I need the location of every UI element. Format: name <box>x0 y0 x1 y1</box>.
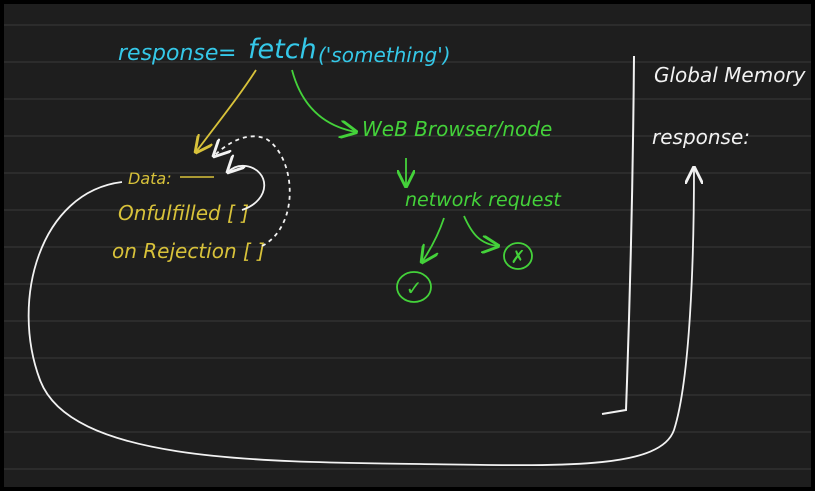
request-to-success-arrow <box>422 217 445 262</box>
global-memory-title: Global Memory <box>654 63 807 87</box>
request-to-failure-arrow <box>463 215 498 246</box>
on-rejection-label: on Rejection [ ] <box>112 239 265 263</box>
failure-x-icon: ✗ <box>503 242 533 270</box>
promise-data-label: Data: <box>128 169 172 188</box>
data-to-response-arrow <box>27 168 694 467</box>
svg-text:✓: ✓ <box>406 276 423 300</box>
web-browser-node-label: WeB Browser/node <box>362 117 552 141</box>
board-surface <box>4 4 811 487</box>
fetch-call-text: fetch <box>248 34 317 65</box>
rejection-to-data-dashed-arrow <box>214 135 291 247</box>
fulfilled-to-data-arrow <box>228 166 266 211</box>
network-request-label: network request <box>405 189 562 211</box>
global-memory-response-entry: response: <box>652 125 750 149</box>
fetch-to-promise-arrow <box>196 69 257 152</box>
success-checkmark-icon: ✓ <box>396 271 432 303</box>
equals-sign-text: = <box>218 41 236 66</box>
ruled-lines <box>4 24 811 470</box>
on-fulfilled-label: Onfulfilled [ ] <box>118 201 249 225</box>
svg-text:✗: ✗ <box>510 247 525 268</box>
response-variable-text: response <box>118 41 218 66</box>
global-memory-divider <box>601 55 635 415</box>
fetch-to-browser-arrow <box>291 69 356 132</box>
fetch-argument-text: ('something') <box>318 43 451 67</box>
